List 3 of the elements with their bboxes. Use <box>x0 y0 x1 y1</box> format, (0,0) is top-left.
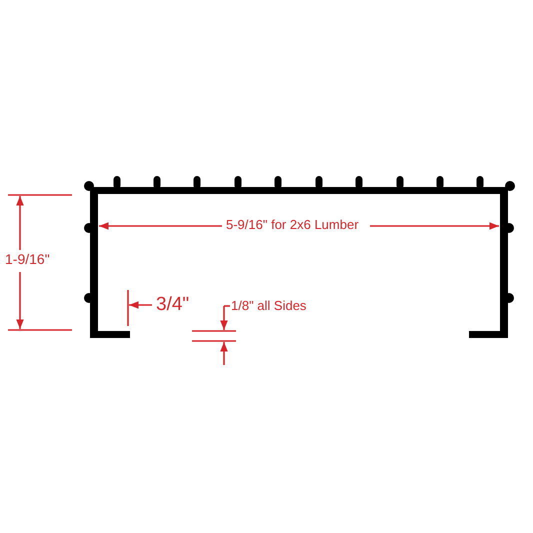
dimension-label: 5-9/16" for 2x6 Lumber <box>226 218 359 232</box>
dimension-label: 1-9/16" <box>5 252 50 268</box>
dimension-label: 1/8" all Sides <box>231 299 306 314</box>
